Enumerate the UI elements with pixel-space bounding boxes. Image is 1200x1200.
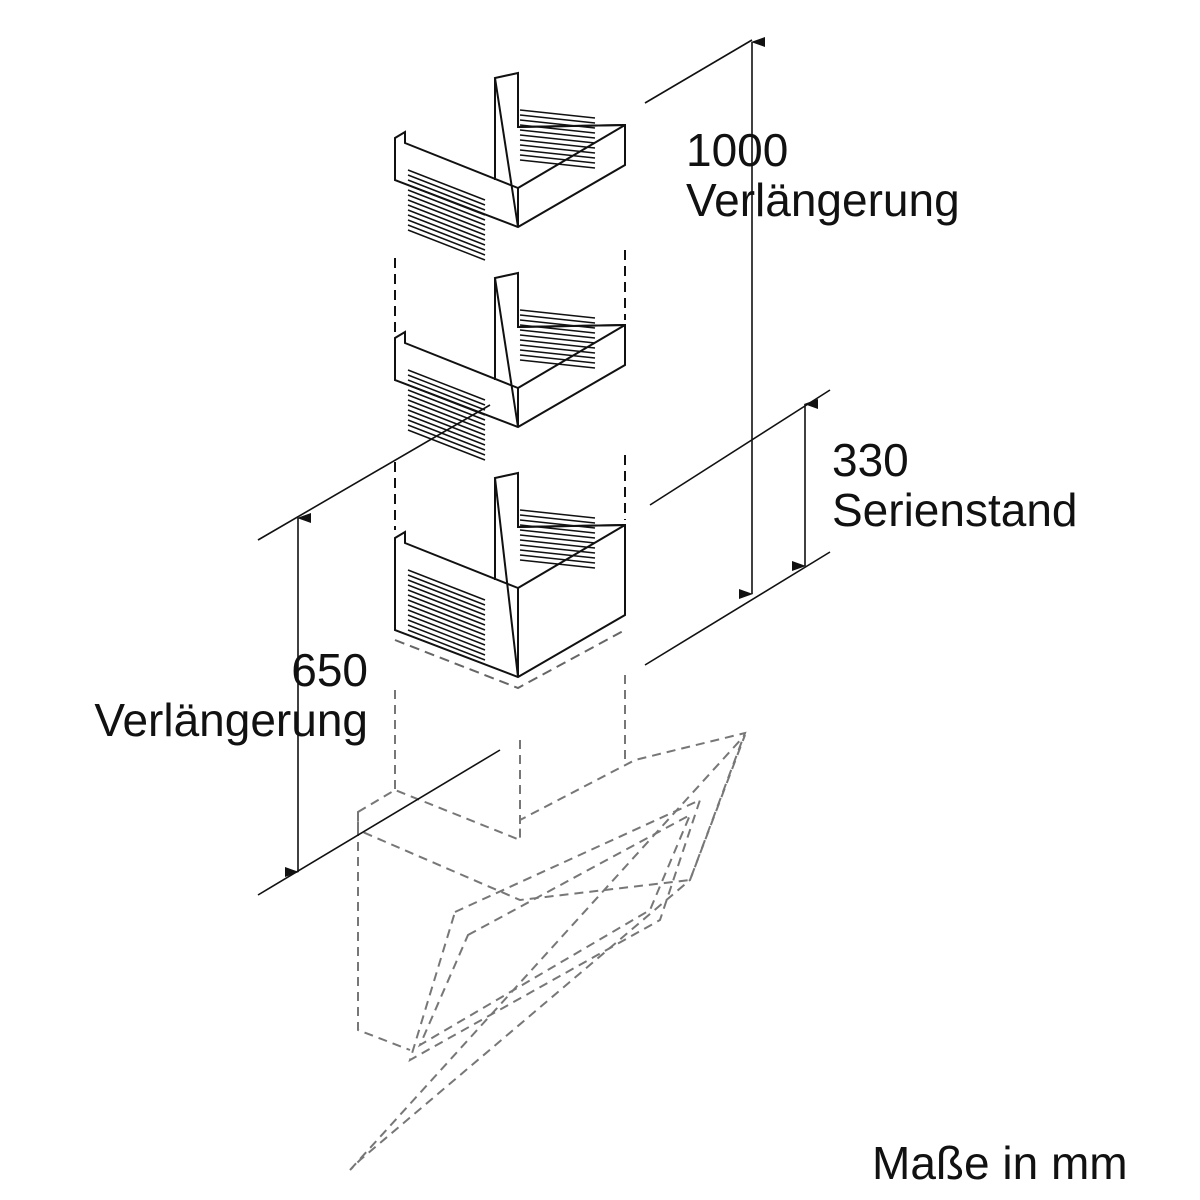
vent-slot (519, 554, 596, 564)
vent-slot (519, 149, 596, 159)
vent-slot (519, 139, 596, 149)
vent-slot (519, 544, 596, 554)
vent-slot (407, 194, 486, 226)
segment-top-edge (517, 124, 626, 189)
units-note: Maße in mm (872, 1137, 1128, 1189)
vent-slot (519, 109, 596, 119)
vent-slot (407, 614, 486, 646)
vent-slot (519, 334, 596, 344)
vent-slot (407, 574, 486, 606)
segment-top-edge (517, 524, 626, 589)
vent-slot (519, 354, 596, 364)
dimension-1000-text: Verlängerung (686, 174, 960, 226)
vent-slot (519, 524, 596, 534)
vent-slot (407, 374, 486, 406)
vent-slot (519, 509, 596, 519)
vent-slot (407, 179, 486, 211)
hood-outline (349, 675, 747, 1171)
vent-slot (519, 534, 596, 544)
dimension-650-value: 650 (291, 644, 368, 696)
dimension-1000-label: 1000 Verlängerung (686, 125, 960, 225)
vent-slot (407, 169, 486, 201)
dimension-650 (257, 404, 501, 896)
dimension-330 (649, 389, 831, 571)
vent-slot (407, 624, 486, 656)
vent-slot (407, 224, 486, 256)
vent-slot (519, 159, 596, 169)
vent-slot (519, 324, 596, 334)
vent-slot (519, 359, 596, 369)
vent-slot (407, 384, 486, 416)
segment-rim (517, 273, 626, 329)
vent-slot (407, 589, 486, 621)
vent-slot (519, 539, 596, 549)
vent-slot (519, 309, 596, 319)
vent-slot (519, 549, 596, 559)
vent-slot (519, 319, 596, 329)
vent-slot (519, 514, 596, 524)
vent-slot (407, 369, 486, 401)
vent-slot (407, 394, 486, 426)
vent-slot (407, 219, 486, 251)
vent-slot (519, 344, 596, 354)
vent-slot (519, 314, 596, 324)
segment-top-edge (517, 324, 626, 389)
vent-slot (407, 604, 486, 636)
segment-rim (517, 473, 626, 529)
chimney-segment-bottom (394, 471, 626, 679)
vent-slot (407, 419, 486, 451)
vent-slot (407, 209, 486, 241)
vent-slot (519, 349, 596, 359)
vent-slot (407, 594, 486, 626)
vent-slot (519, 559, 596, 569)
vent-slot (407, 629, 486, 661)
vent-slot (407, 229, 486, 261)
dimension-1000-value: 1000 (686, 124, 789, 176)
vent-slot (407, 214, 486, 246)
vent-slot (407, 204, 486, 236)
dimension-330-text: Serienstand (832, 484, 1078, 536)
vent-slot (407, 579, 486, 611)
vent-slot (519, 129, 596, 139)
vent-slot (407, 174, 486, 206)
vent-slot (407, 599, 486, 631)
vent-slot (519, 119, 596, 129)
vent-slot (407, 609, 486, 641)
dimension-330-label: 330 Serienstand (832, 435, 1078, 535)
vent-slot (407, 404, 486, 436)
vent-slot (407, 199, 486, 231)
vent-slot (519, 144, 596, 154)
vent-slot (407, 424, 486, 456)
vent-slot (407, 399, 486, 431)
vent-slot (407, 429, 486, 461)
vent-slot (519, 519, 596, 529)
vent-slot (407, 619, 486, 651)
vent-slot (407, 379, 486, 411)
vent-slot (407, 184, 486, 216)
vent-slot (519, 134, 596, 144)
vent-slot (519, 329, 596, 339)
vent-slot (519, 529, 596, 539)
dimension-650-label: 650 Verlängerung (30, 645, 368, 745)
vent-slot (407, 189, 486, 221)
vent-slot (519, 154, 596, 164)
dimension-330-value: 330 (832, 434, 909, 486)
dimension-650-text: Verlängerung (94, 694, 368, 746)
vent-slot (407, 569, 486, 601)
vent-slot (519, 114, 596, 124)
vent-slot (519, 124, 596, 134)
vent-slot (519, 339, 596, 349)
vent-slot (407, 584, 486, 616)
segment-rim (517, 73, 626, 129)
vent-slot (407, 409, 486, 441)
